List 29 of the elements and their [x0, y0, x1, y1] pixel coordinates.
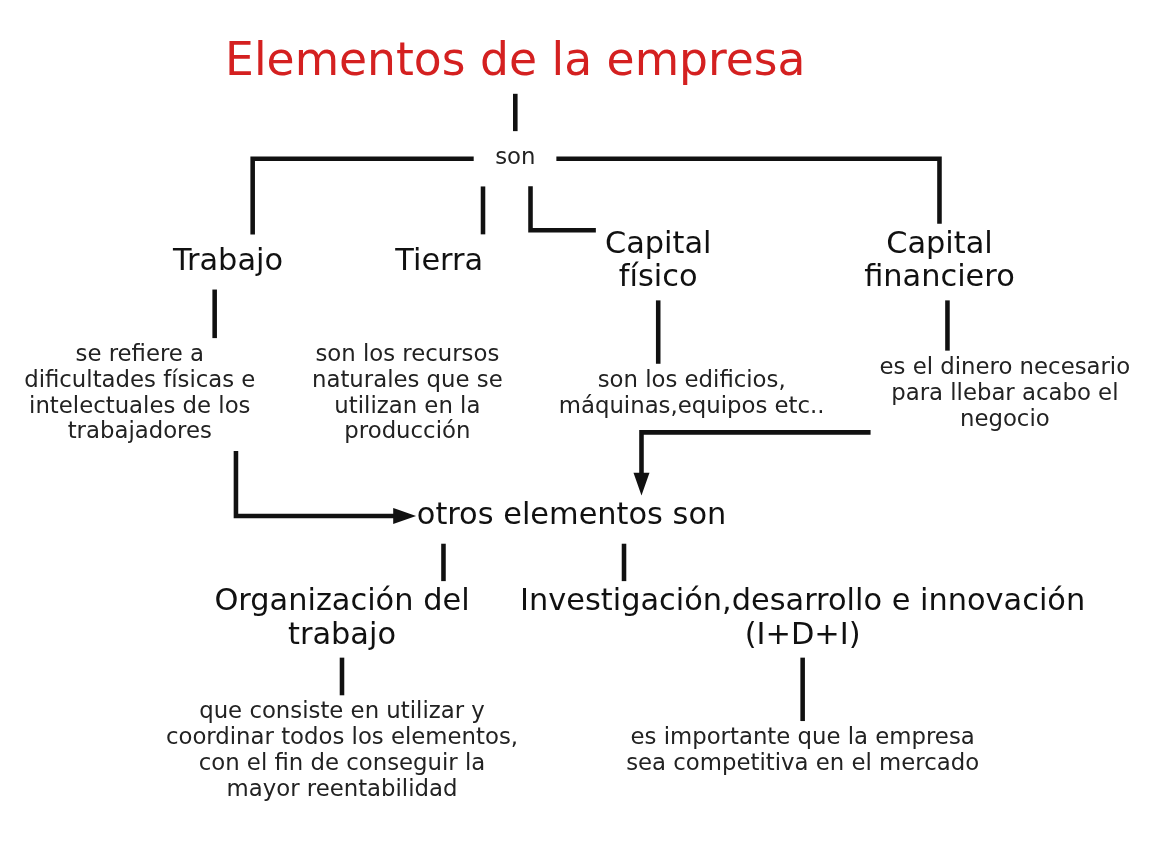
connector	[528, 185, 596, 232]
connector	[513, 93, 518, 131]
connector	[945, 299, 950, 351]
node-text: que consiste en utilizar y coordinar todos los elementos, con el fin de conseguir la mayor reentabilidad	[165, 696, 519, 801]
node-text: Capital financiero	[864, 224, 1015, 293]
node-text: Elementos de la empresa	[225, 32, 806, 86]
connector	[212, 289, 217, 338]
node-text: son los recursos naturales que se utilizan en la producción	[312, 339, 503, 443]
node-text: Organización del trabajo	[214, 581, 470, 651]
node-text: es importante que la empresa sea competitiva en el mercado	[626, 722, 980, 775]
node-text: Capital físico	[604, 224, 712, 293]
node-text: es el dinero necesario para llebar acabo el negocio	[879, 352, 1131, 431]
connector	[621, 543, 627, 581]
node-text: son	[495, 142, 536, 169]
arrow	[233, 450, 417, 524]
node-text: Trabajo	[172, 241, 284, 277]
connector	[480, 185, 486, 234]
connector	[250, 155, 474, 234]
node-text: otros elementos son	[416, 495, 727, 531]
connector	[800, 657, 805, 721]
node-text: Tierra	[395, 241, 484, 277]
connector	[556, 155, 942, 224]
connector	[441, 543, 446, 581]
arrow	[633, 429, 871, 496]
node-text: Investigación,desarrollo e innovación (I+D+I)	[520, 581, 1086, 651]
connector	[339, 657, 345, 695]
node-text: son los edificios, máquinas,equipos etc..	[558, 365, 825, 418]
connector	[655, 299, 661, 364]
node-text: se refiere a dificultades físicas e intelectuales de los trabajadores	[24, 339, 256, 443]
